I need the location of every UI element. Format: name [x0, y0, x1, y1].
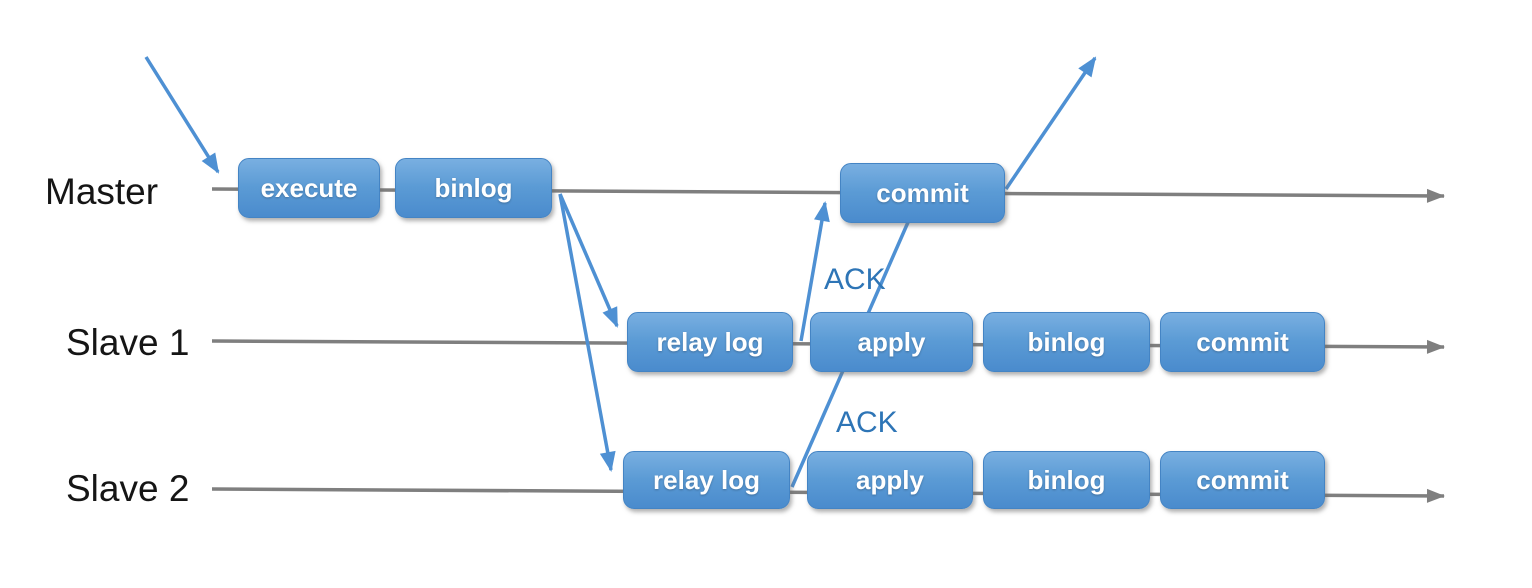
lane-label-slave1: Slave 1: [66, 322, 190, 363]
box-slave1-commit: commit: [1160, 312, 1325, 372]
box-slave1-relay-log: relay log: [627, 312, 793, 372]
box-master-binlog: binlog: [395, 158, 552, 218]
box-master-commit: commit: [840, 163, 1005, 223]
slave1-ack-arrow: [799, 201, 830, 342]
box-slave1-apply: apply: [810, 312, 973, 372]
ack-label-slave1: ACK: [824, 263, 886, 296]
box-slave2-apply: apply: [807, 451, 973, 509]
commit-response-arrow: [1004, 56, 1097, 190]
box-slave2-commit: commit: [1160, 451, 1325, 509]
lane-label-master: Master: [45, 171, 159, 212]
box-slave1-binlog: binlog: [983, 312, 1150, 372]
binlog-to-slave1-relay-arrow: [558, 193, 619, 328]
binlog-to-slave2-relay-arrow: [558, 193, 616, 472]
box-slave2-binlog: binlog: [983, 451, 1150, 509]
box-slave2-relay-log: relay log: [623, 451, 790, 509]
box-master-execute: execute: [238, 158, 380, 218]
lane-label-slave2: Slave 2: [66, 468, 190, 509]
ack-label-slave2: ACK: [836, 406, 898, 439]
client-request-arrow: [144, 56, 220, 174]
